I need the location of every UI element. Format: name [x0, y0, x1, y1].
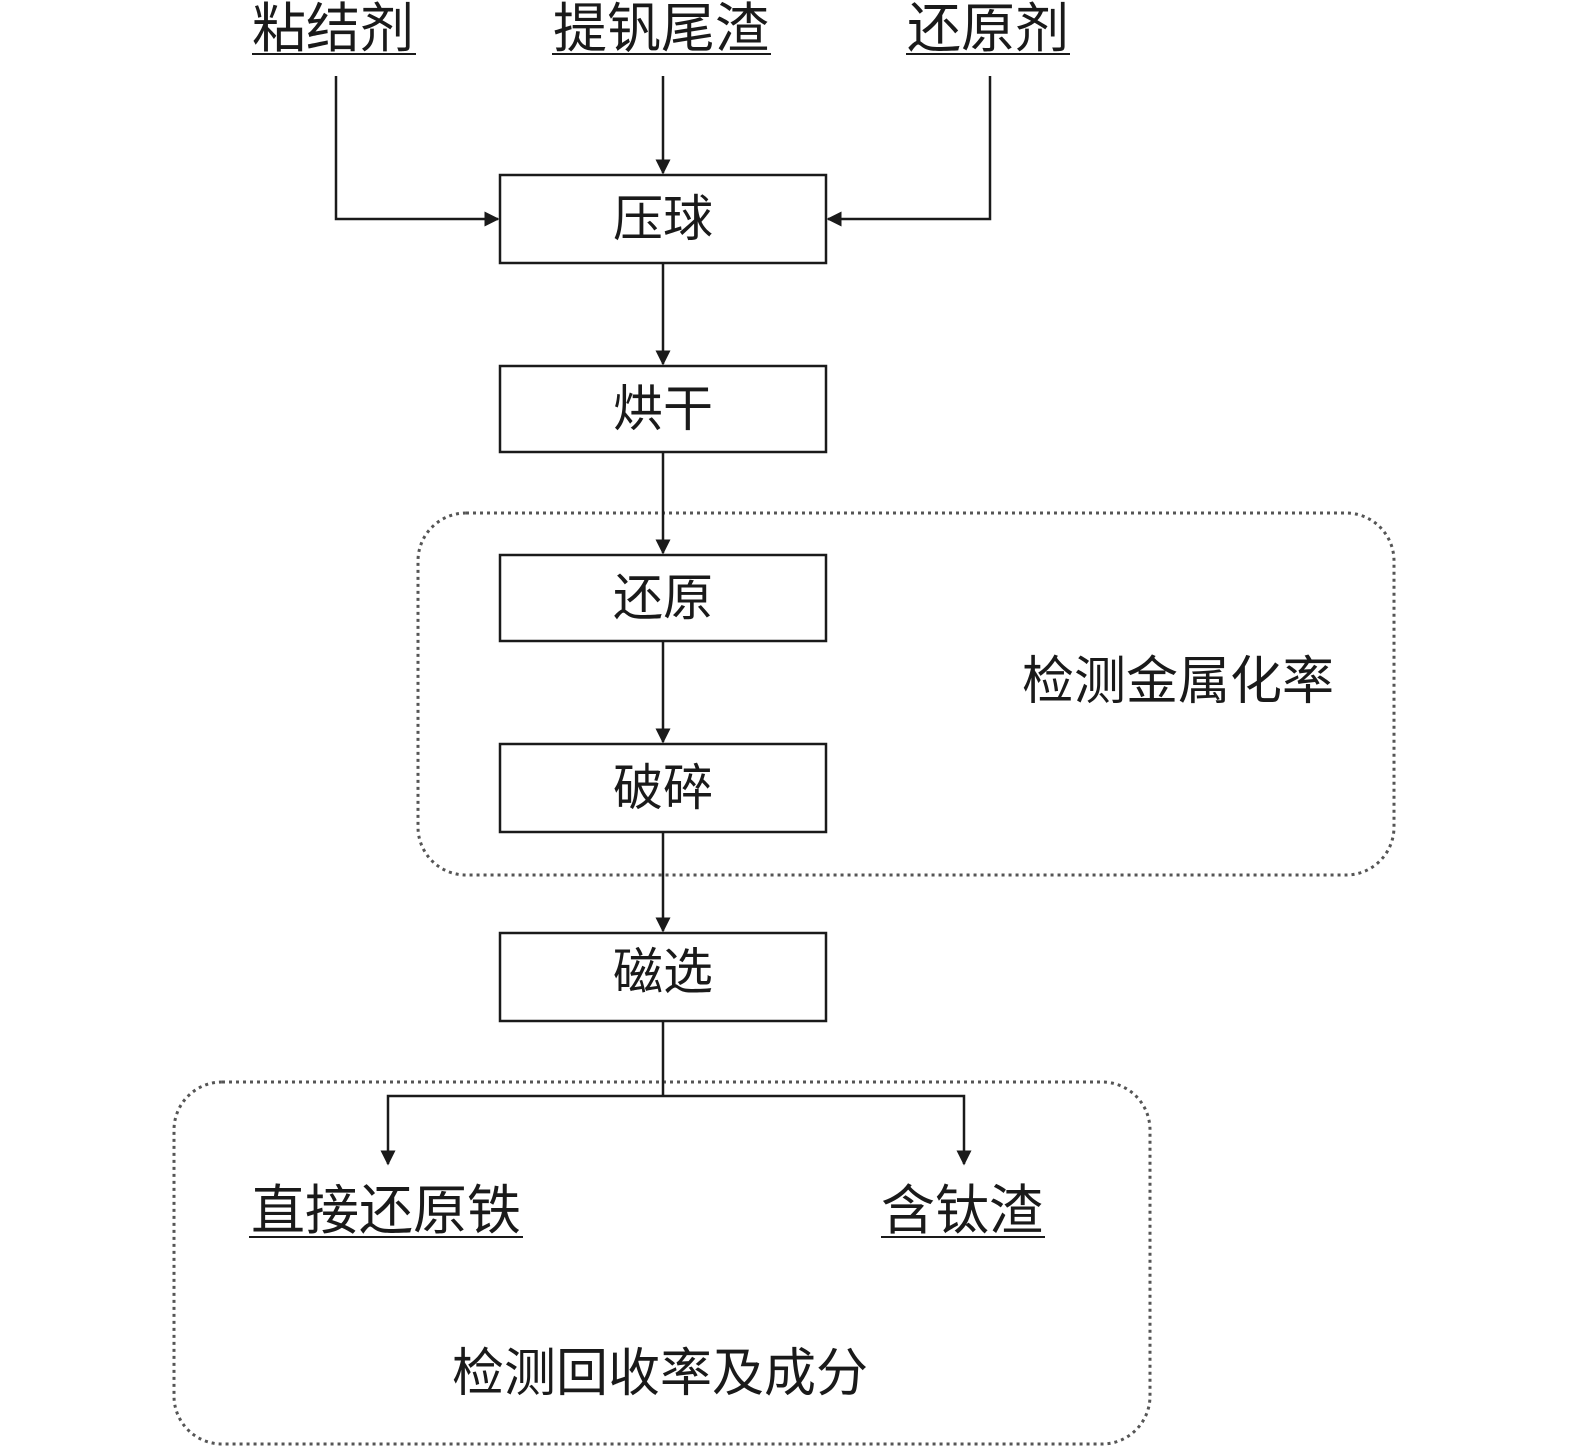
recovery-group: 检测回收率及成分	[172, 1080, 1152, 1446]
step-drying-box	[498, 364, 828, 454]
step-briquetting-label: 压球	[613, 190, 713, 248]
step-crushing-box	[498, 742, 828, 834]
arrow-split-to-dri	[380, 1094, 663, 1166]
step-magnetic-separation-box	[498, 931, 828, 1023]
output-dri-label: 直接还原铁	[251, 1179, 521, 1242]
arrow-split-to-ti-slag	[663, 1094, 972, 1166]
step-magnetic-separation: 磁选	[498, 931, 828, 1023]
arrow-binder-to-briquetting	[334, 76, 500, 227]
step-crushing: 破碎	[498, 742, 828, 834]
input-reductant-label: 还原剂	[907, 0, 1069, 60]
metallization-group-outline	[416, 511, 1396, 877]
input-tailings-label: 提钒尾渣	[553, 0, 769, 60]
output-ti-slag: 含钛渣	[881, 1179, 1045, 1242]
metallization-group: 检测金属化率	[416, 511, 1396, 877]
input-tailings: 提钒尾渣	[552, 0, 771, 60]
step-reduction-label: 还原	[613, 569, 713, 627]
recovery-group-label: 检测回收率及成分	[452, 1344, 868, 1404]
output-ti-slag-label: 含钛渣	[881, 1179, 1043, 1242]
output-dri: 直接还原铁	[249, 1179, 523, 1242]
step-briquetting-box	[498, 173, 828, 265]
input-binder-label: 粘结剂	[252, 0, 414, 60]
step-crushing-label: 破碎	[613, 759, 713, 817]
step-briquetting: 压球	[498, 173, 828, 265]
step-reduction-box	[498, 553, 828, 643]
input-reductant: 还原剂	[906, 0, 1070, 60]
arrow-reductant-to-briquetting	[826, 76, 992, 227]
step-magnetic-separation-label: 磁选	[613, 943, 713, 1001]
step-drying-label: 烘干	[613, 380, 713, 438]
recovery-group-outline	[172, 1080, 1152, 1446]
metallization-group-label: 检测金属化率	[1022, 652, 1334, 712]
step-drying: 烘干	[498, 364, 828, 454]
step-reduction: 还原	[498, 553, 828, 643]
input-binder: 粘结剂	[252, 0, 416, 60]
